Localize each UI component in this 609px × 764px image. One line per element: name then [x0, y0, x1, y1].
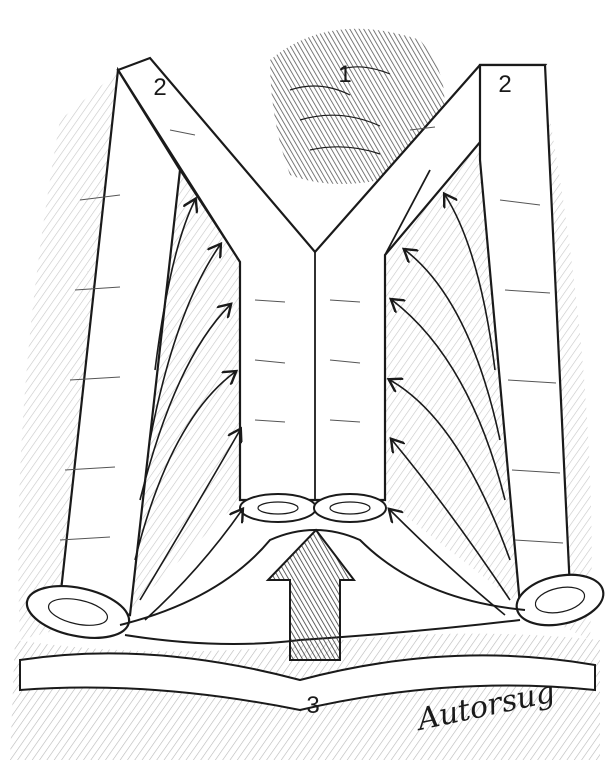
label-2-right: 2	[498, 71, 511, 98]
label-1: 1	[338, 61, 351, 88]
label-2-left: 2	[153, 74, 166, 101]
label-3: 3	[306, 692, 319, 719]
